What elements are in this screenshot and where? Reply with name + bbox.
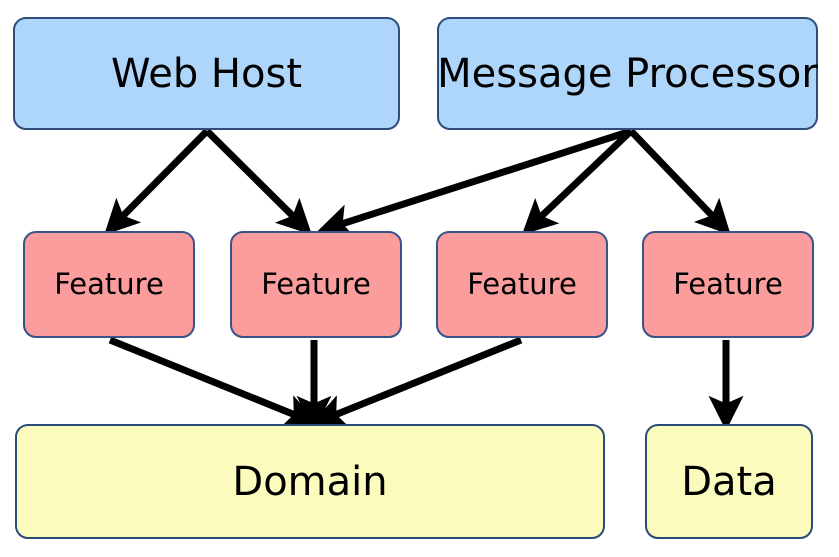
- node-label-web-host: Web Host: [111, 50, 302, 97]
- node-feature-1[interactable]: Feature: [23, 231, 195, 338]
- node-message-processor[interactable]: Message Processor: [437, 17, 818, 130]
- node-web-host[interactable]: Web Host: [13, 17, 400, 130]
- edge-feature1-domain: [108, 336, 320, 428]
- edge-webhost-feature1: [104, 128, 210, 235]
- edge-webhost-feature2: [204, 128, 312, 235]
- edges-group: [104, 127, 744, 431]
- node-label-feature-1: Feature: [54, 267, 164, 302]
- edge-msgproc-feature2: [316, 127, 633, 238]
- edge-msgproc-feature4: [628, 128, 731, 236]
- edge-feature3-domain: [310, 336, 523, 428]
- node-label-data: Data: [681, 458, 777, 505]
- node-label-feature-4: Feature: [673, 267, 783, 302]
- node-label-feature-3: Feature: [467, 267, 577, 302]
- node-label-domain: Domain: [232, 458, 388, 505]
- node-feature-2[interactable]: Feature: [230, 231, 402, 338]
- node-label-feature-2: Feature: [261, 267, 371, 302]
- node-data[interactable]: Data: [645, 424, 813, 539]
- node-feature-4[interactable]: Feature: [642, 231, 814, 338]
- node-feature-3[interactable]: Feature: [436, 231, 608, 338]
- node-label-message-processor: Message Processor: [437, 50, 818, 97]
- node-domain[interactable]: Domain: [15, 424, 605, 539]
- edge-msgproc-feature3: [521, 128, 634, 235]
